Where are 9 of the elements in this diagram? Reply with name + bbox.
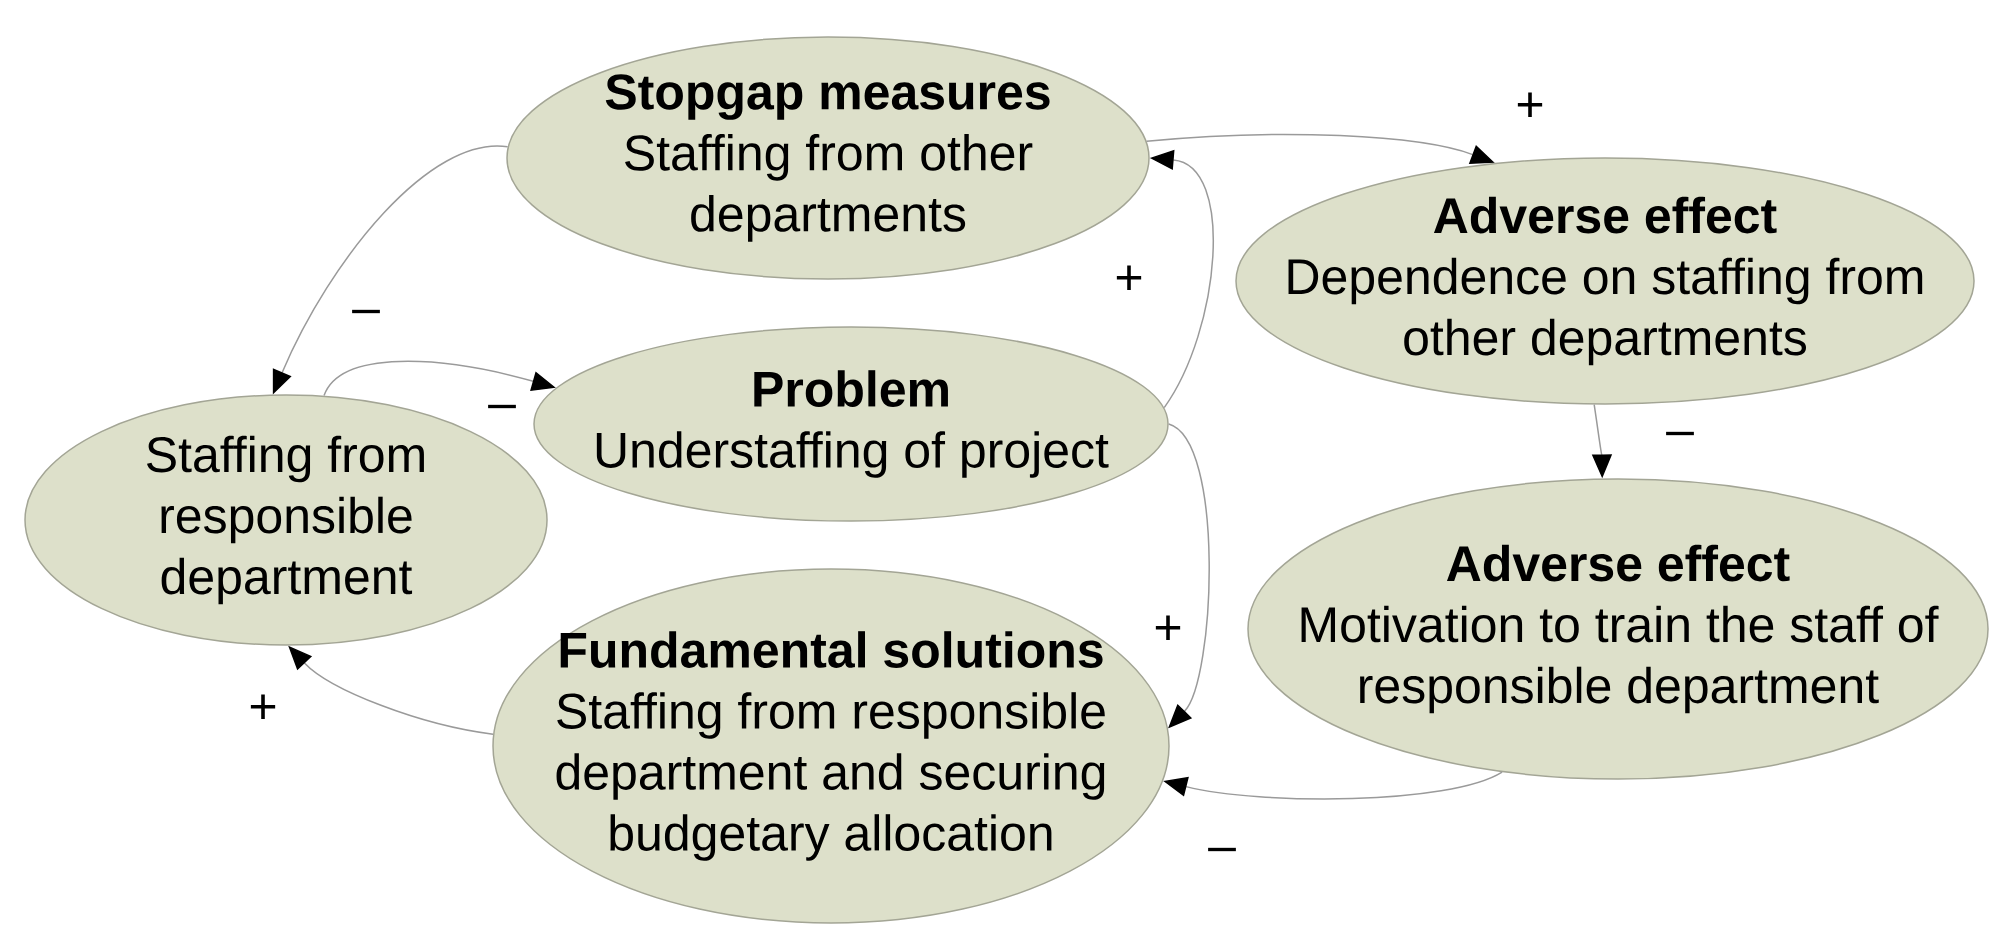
ellipse-node: Adverse effect Dependence on staffing from other departments xyxy=(1235,157,1975,405)
edge-label: – xyxy=(488,404,516,409)
edge-label: – xyxy=(1666,431,1694,436)
edge-label: + xyxy=(1517,92,1543,118)
edge-label: – xyxy=(352,309,380,314)
ellipse-node: Problem Understaffing of project xyxy=(533,326,1169,522)
ellipse-node: Adverse effect Motivation to train the staff of responsible department xyxy=(1247,478,1989,780)
edge-label: + xyxy=(250,694,276,720)
edge-label: – xyxy=(1208,847,1236,852)
